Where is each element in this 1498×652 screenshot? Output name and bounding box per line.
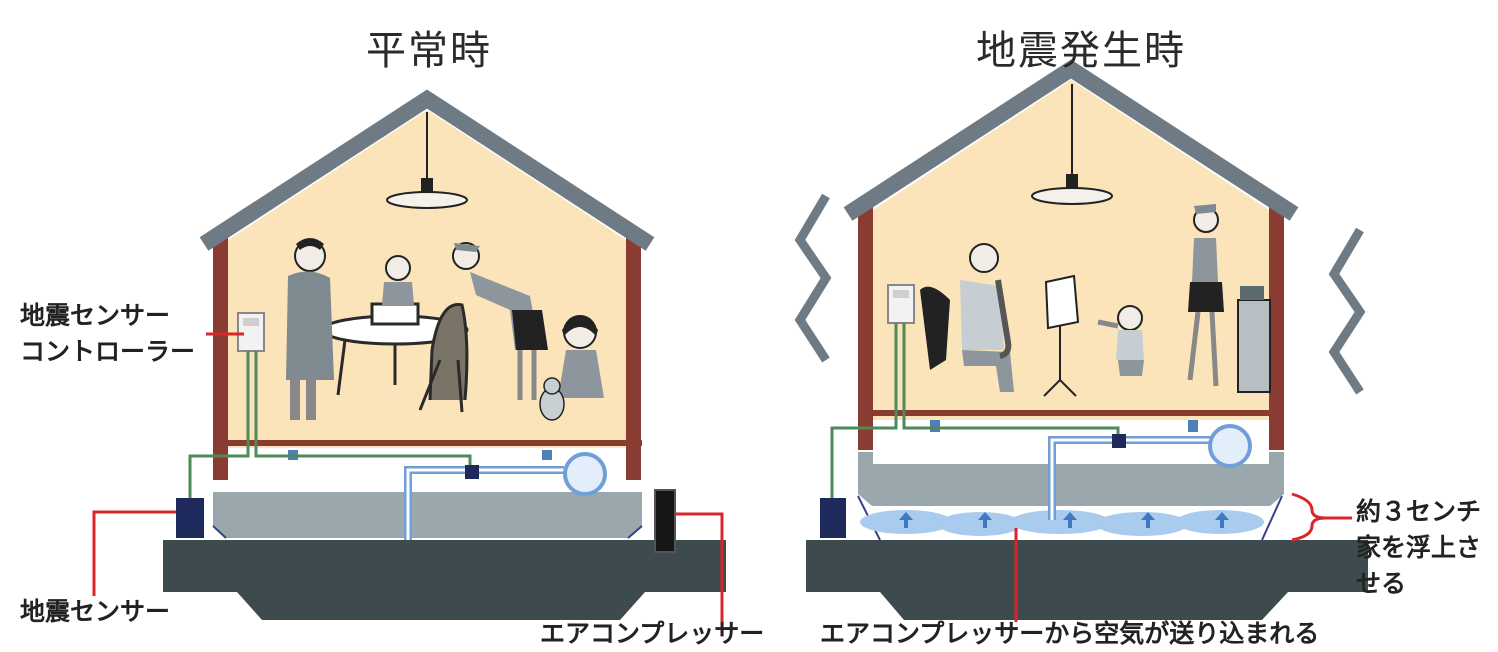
wall-post-left: [213, 235, 228, 480]
label-sensor-controller-line2: コントローラー: [20, 337, 196, 366]
father-figure: [286, 238, 334, 420]
label-sensor-controller: 地震センサー コントローラー: [20, 298, 195, 370]
shake-mark-right: [1328, 227, 1366, 395]
roof: [199, 89, 655, 251]
label-sensor: 地震センサー: [20, 597, 171, 626]
music-stand: [1043, 274, 1080, 397]
label-lift-line3: せる: [1356, 569, 1407, 598]
wall-post-right: [626, 235, 641, 480]
mother-cooking: [1187, 204, 1224, 387]
pendant-lamp-quake: [1031, 84, 1113, 205]
label-lift-line2: 家を浮上さ: [1356, 533, 1482, 562]
mother-figure: [452, 242, 548, 400]
wire-to-sensor: [188, 351, 250, 500]
leader-compressor: [675, 512, 724, 636]
label-compressor: エアコンプレッサー: [540, 619, 765, 648]
saxophone-player: [920, 243, 1014, 392]
panel-title-quake: 地震発生時: [976, 28, 1186, 74]
air-compressor-device: [654, 489, 676, 553]
house-slab-quake: [858, 452, 1284, 506]
earthquake-sensor-device-quake: [820, 498, 846, 538]
shake-mark-left: [794, 193, 832, 363]
girl-figure: [558, 315, 604, 398]
lift-bracket: [1291, 492, 1327, 542]
boy-trumpeter: [1097, 305, 1144, 376]
label-lift: 約３センチ 家を浮上さ せる: [1356, 494, 1481, 602]
child-figure: [382, 255, 414, 305]
air-bag: [563, 452, 607, 496]
leader-sensor: [92, 510, 176, 596]
pendant-lamp: [386, 112, 468, 209]
cat-figure: [539, 377, 565, 421]
earthquake-sensor-device: [176, 498, 204, 538]
kitchen-counter: [1237, 286, 1271, 393]
ground-foundation-quake: [806, 540, 1368, 620]
house-slab: [213, 492, 642, 538]
label-sensor-controller-line1: 地震センサー: [20, 301, 171, 330]
house-quake: [794, 59, 1368, 622]
air-cushion: [860, 510, 1264, 536]
ground-foundation: [163, 540, 726, 620]
air-bag-quake: [1208, 424, 1252, 468]
wire-to-compressor: [254, 351, 472, 470]
panel-title-normal: 平常時: [366, 28, 492, 74]
roof-quake: [843, 59, 1299, 221]
label-air-flow: エアコンプレッサーから空気が送り込まれる: [820, 619, 1320, 648]
house-normal: [92, 89, 726, 636]
label-lift-line1: 約３センチ: [1356, 497, 1482, 526]
